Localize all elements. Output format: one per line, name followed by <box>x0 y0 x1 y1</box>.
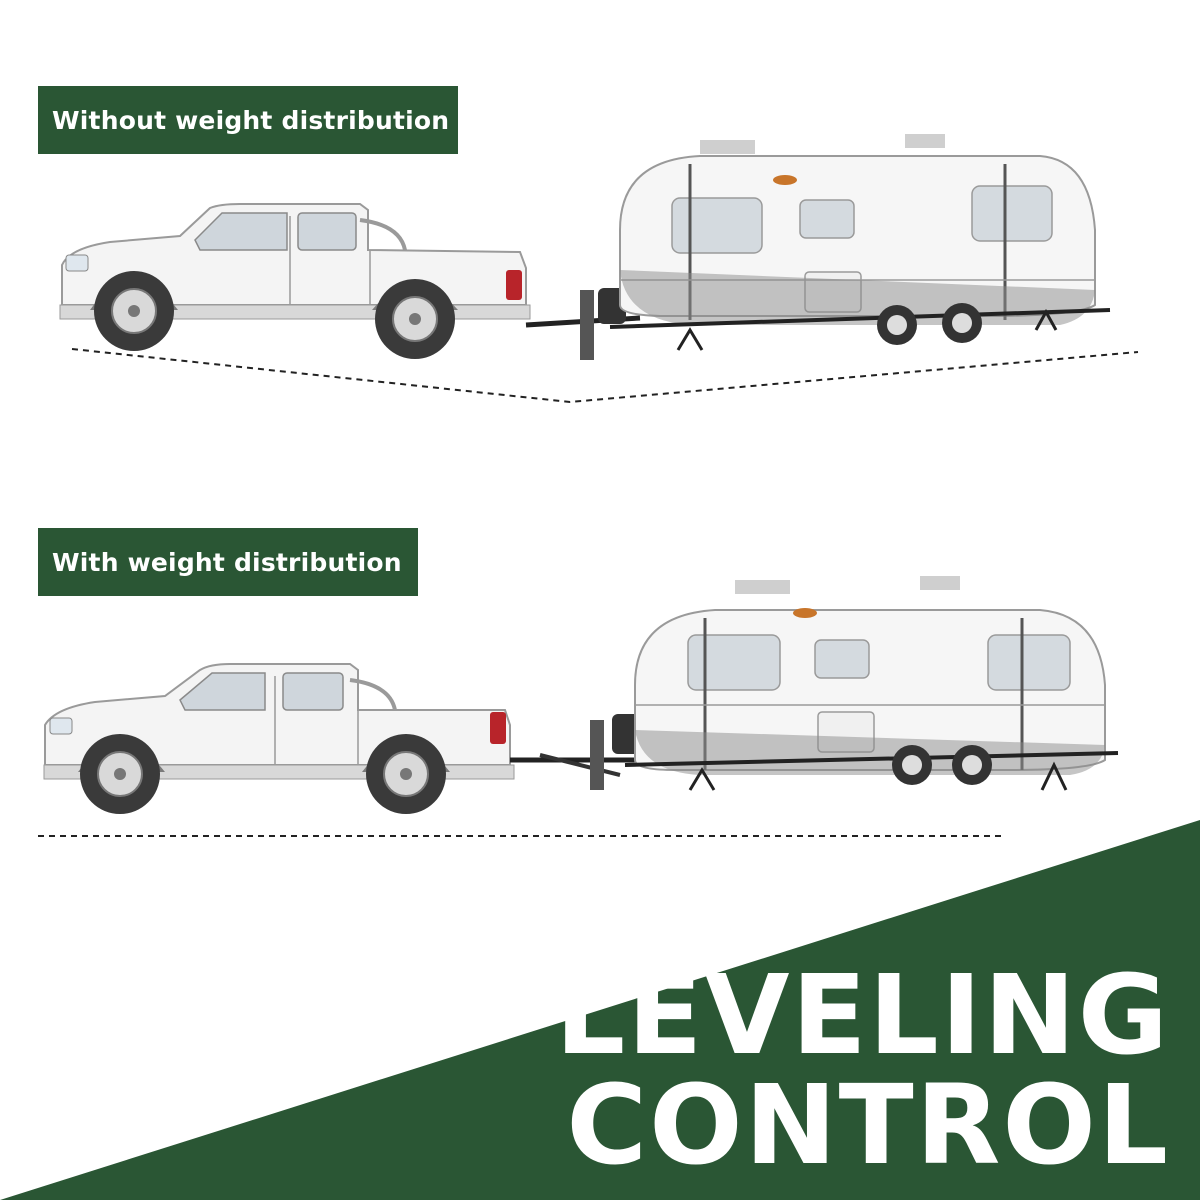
label-without-text: Without weight distribution <box>52 105 450 135</box>
headline-leveling: LEVELING <box>555 951 1170 1079</box>
label-with-weight-distribution: With weight distribution <box>38 528 418 596</box>
headline-control: CONTROL <box>566 1061 1170 1189</box>
travel-trailer-icon <box>609 134 1111 351</box>
label-without-weight-distribution: Without weight distribution <box>38 86 458 154</box>
travel-trailer-icon <box>624 576 1119 791</box>
weight-distribution-hitch-icon <box>510 714 642 790</box>
scene-without-distribution <box>59 134 1139 404</box>
pickup-truck-icon <box>43 663 515 814</box>
ground-line-sagging <box>71 348 1139 404</box>
label-with-text: With weight distribution <box>52 547 402 577</box>
scene-with-distribution <box>38 576 1119 837</box>
pickup-truck-icon <box>59 203 531 359</box>
